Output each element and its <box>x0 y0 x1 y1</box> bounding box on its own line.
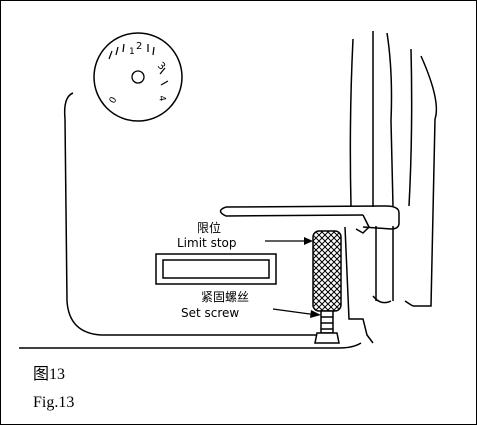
base-line <box>19 342 362 349</box>
horizontal-arm <box>219 205 400 234</box>
dial-mark-4: 4 <box>156 95 167 103</box>
bed-slot-plate <box>155 253 277 285</box>
machine-column <box>349 31 438 307</box>
limit-stop-label-cn: 限位 <box>197 220 221 235</box>
limit-stop-label-en: Limit stop <box>177 236 236 250</box>
limit-stop-knurled-nut <box>312 230 342 312</box>
set-screw-label-en: Set screw <box>181 306 239 320</box>
set-screw-leader <box>272 308 321 318</box>
needle-bar-housing <box>344 226 374 344</box>
figure-caption-cn: 图13 <box>33 366 65 383</box>
set-screw-label-cn: 紧固螺丝 <box>201 290 249 304</box>
stitch-length-dial: 0 1 2 3 4 <box>93 32 183 122</box>
limit-stop-leader <box>265 237 313 245</box>
dial-mark-1: 1 <box>129 47 135 57</box>
set-screw <box>314 310 340 344</box>
figure-caption-en: Fig.13 <box>33 394 74 411</box>
dial-mark-0: 0 <box>108 95 120 105</box>
dial-mark-2: 2 <box>136 41 142 52</box>
machine-bed-outline <box>63 92 321 336</box>
